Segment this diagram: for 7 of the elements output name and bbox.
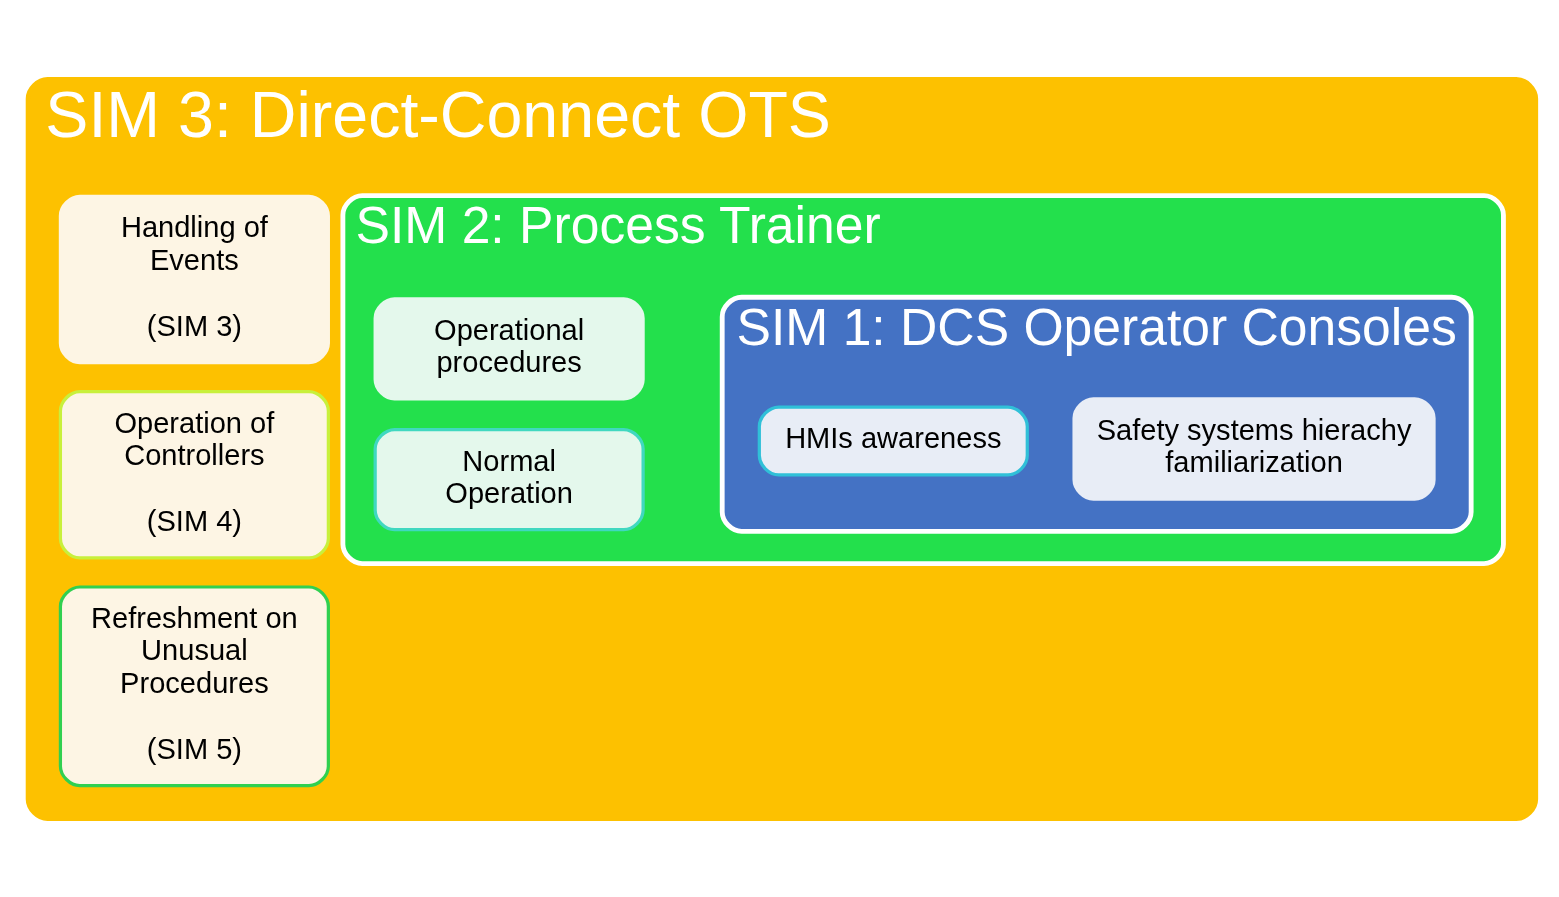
node-box: Normal Operation [373, 427, 645, 531]
node-box: Operation of Controllers (SIM 4) [58, 389, 330, 560]
node-box: HMIs awareness [757, 404, 1029, 476]
node-box: Refreshment on Unusual Procedures (SIM 5) [58, 584, 330, 787]
node-box: Safety systems hierachy familiarization [1072, 396, 1436, 501]
node-box: Handling of Events (SIM 3) [58, 194, 330, 364]
node-box: Operational procedures [373, 296, 645, 401]
